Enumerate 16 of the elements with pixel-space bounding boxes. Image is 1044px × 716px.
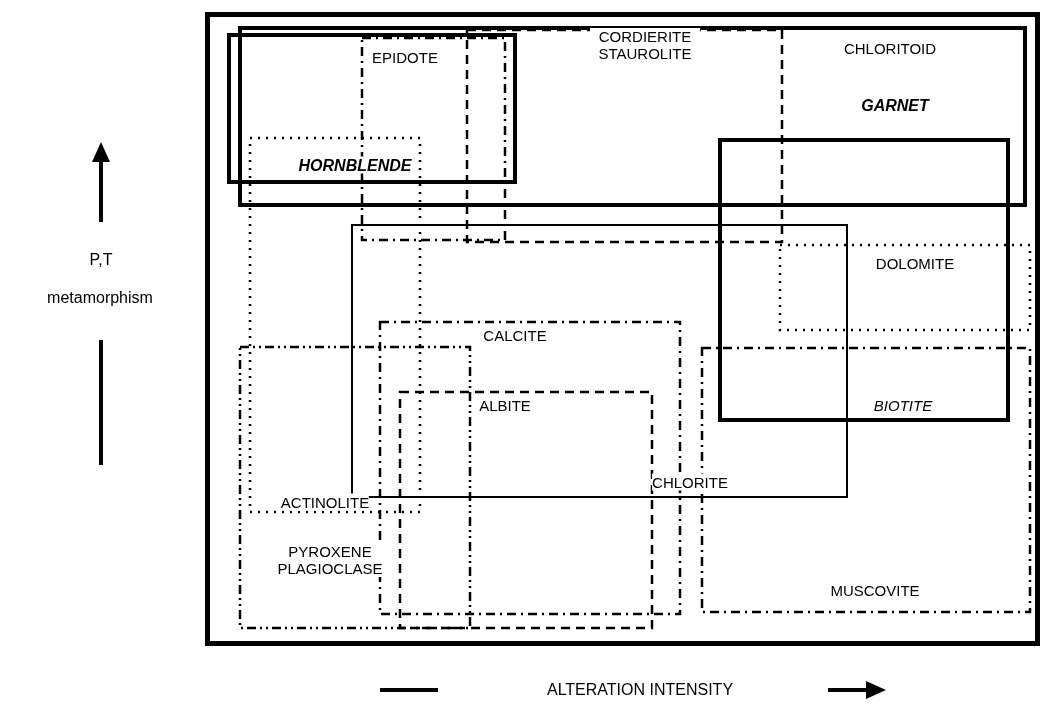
stability-field-box: [720, 140, 1008, 420]
axis-label: ALTERATION INTENSITY: [546, 681, 734, 699]
mineral-label: GARNET: [861, 96, 929, 114]
stability-field-box: [780, 245, 1030, 330]
mineral-label: HORNBLENDE: [298, 156, 412, 174]
stability-field-box: [467, 30, 782, 242]
stability-field-box: [240, 347, 470, 628]
stability-field-box: [240, 28, 1025, 205]
mineral-label: ACTINOLITE: [280, 493, 370, 511]
mineral-label: PYROXENE PLAGIOCLASE: [275, 543, 385, 577]
axis-label: P,T: [89, 251, 113, 269]
mineral-label: CORDIERITE STAUROLITE: [590, 28, 700, 62]
axis-label: metamorphism: [47, 289, 153, 307]
stability-field-box: [400, 392, 652, 628]
stability-field-box: [250, 138, 420, 512]
mineral-label: CHLORITE: [652, 473, 728, 491]
